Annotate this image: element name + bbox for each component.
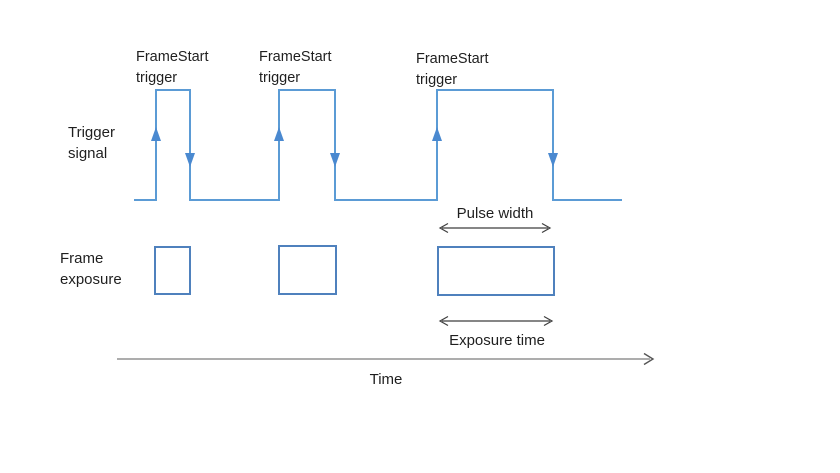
falling-edge-arrow-icon	[330, 153, 340, 167]
framestart-trigger-label-2: FrameStart trigger	[259, 49, 332, 86]
time-axis-arrow	[117, 352, 655, 366]
framestart-trigger-label-1: FrameStart trigger	[136, 49, 209, 86]
frame-exposure-row-label: Frame exposure	[60, 250, 122, 288]
exposure-box	[437, 246, 555, 296]
rising-edge-arrow-icon	[151, 127, 161, 141]
rising-edge-arrow-icon	[432, 127, 442, 141]
time-axis-label: Time	[369, 371, 403, 388]
exposure-time-dimension-arrow	[438, 315, 554, 327]
exposure-box	[154, 246, 191, 295]
exposure-time-label: Exposure time	[449, 332, 545, 349]
falling-edge-arrow-icon	[548, 153, 558, 167]
falling-edge-arrow-icon	[185, 153, 195, 167]
framestart-trigger-label-3: FrameStart trigger	[416, 51, 489, 88]
exposure-box	[278, 245, 337, 295]
trigger-signal-row-label: Trigger signal	[68, 124, 115, 162]
pulse-width-label: Pulse width	[456, 205, 534, 222]
pulse-width-dimension-arrow	[438, 222, 552, 234]
trigger-waveform	[134, 89, 622, 201]
rising-edge-arrow-icon	[274, 127, 284, 141]
